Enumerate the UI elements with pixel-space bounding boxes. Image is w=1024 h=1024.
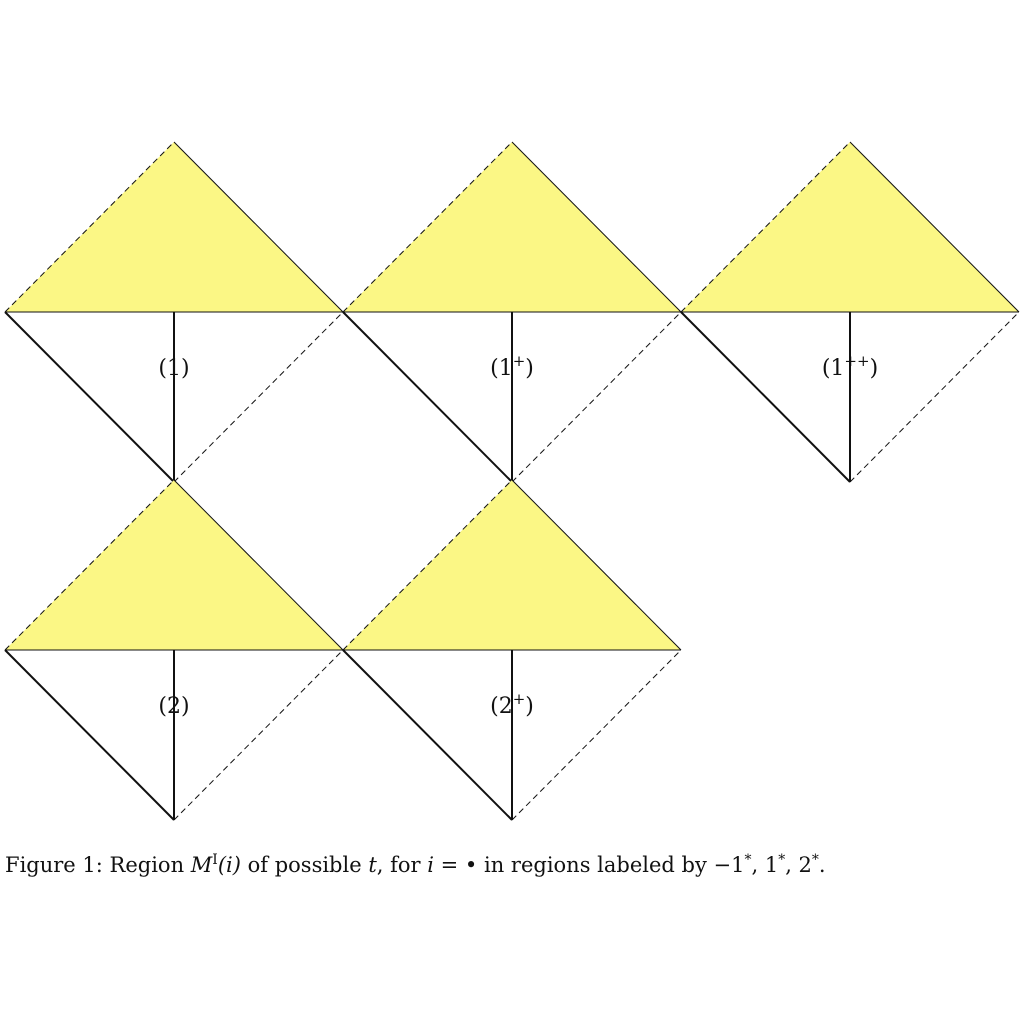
p2p-upper-right-edge [511, 479, 682, 651]
caption-math-m: M [190, 853, 213, 877]
p1-lower-left-edge [4, 311, 175, 483]
p1pp-label: (1++) [822, 352, 878, 381]
p1-region-fill [5, 142, 343, 312]
p1p-lower-right-dashed-edge [511, 311, 682, 483]
caption-math-sup: I [212, 852, 218, 868]
caption-text-4: = • in regions labeled by −1 [433, 853, 745, 877]
caption-prefix: Figure 1: [5, 853, 103, 877]
p1-label: (1) [158, 356, 189, 381]
p2p-label-close: ) [525, 694, 534, 719]
p1pp-upper-right-edge [849, 141, 1020, 313]
caption-text-1: Region [109, 853, 191, 877]
p2p-lower-left-edge [342, 649, 513, 821]
caption-star-2: * [778, 852, 786, 868]
p1-label-base: (1 [158, 356, 181, 381]
p2p-label-base: (2 [490, 694, 513, 719]
p1-lower-right-dashed-edge [173, 311, 344, 483]
p2p-region-fill [343, 480, 681, 650]
p2-lower-right-dashed-edge [173, 649, 344, 821]
p1p-upper-right-edge [511, 141, 682, 313]
p2-label-close: ) [181, 694, 190, 719]
p2p-lower-right-dashed-edge [511, 649, 682, 821]
caption-text-6: , 2 [785, 853, 812, 877]
caption-text-7: . [818, 853, 826, 877]
p2-lower-left-edge [4, 649, 175, 821]
p1pp-region-fill [681, 142, 1019, 312]
p1pp-label-base: (1 [822, 356, 845, 381]
caption-text-3: , for [376, 853, 428, 877]
p1p-label-sup: + [513, 352, 526, 370]
caption-star-3: * [811, 852, 819, 868]
caption-star-1: * [744, 852, 752, 868]
p1p-region-fill [343, 142, 681, 312]
caption-text-5: , 1 [751, 853, 779, 877]
p1-upper-right-edge [173, 141, 344, 313]
p1p-label-base: (1 [490, 356, 513, 381]
p2-label-base: (2 [158, 694, 181, 719]
p2-region-fill [5, 480, 343, 650]
caption-math-arg: (i) [217, 853, 241, 877]
caption-math-t: t [368, 853, 377, 877]
caption-math-i: i [427, 853, 434, 877]
p1pp-label-sup: ++ [844, 352, 869, 370]
p1pp-lower-left-edge [680, 311, 851, 483]
p1p-label-close: ) [525, 356, 534, 381]
caption-text-2: of possible [240, 853, 369, 877]
figure-caption: Figure 1: Region MI(i) of possible t, fo… [5, 852, 1015, 877]
p1p-lower-left-edge [342, 311, 513, 483]
p1pp-label-close: ) [870, 356, 879, 381]
p1p-label: (1+) [490, 352, 534, 381]
p2-label: (2) [158, 694, 189, 719]
p2p-label-sup: + [513, 690, 526, 708]
p1pp-lower-right-dashed-edge [849, 311, 1020, 483]
p2p-label: (2+) [490, 690, 534, 719]
p2-upper-right-edge [173, 479, 344, 651]
p1-label-close: ) [181, 356, 190, 381]
